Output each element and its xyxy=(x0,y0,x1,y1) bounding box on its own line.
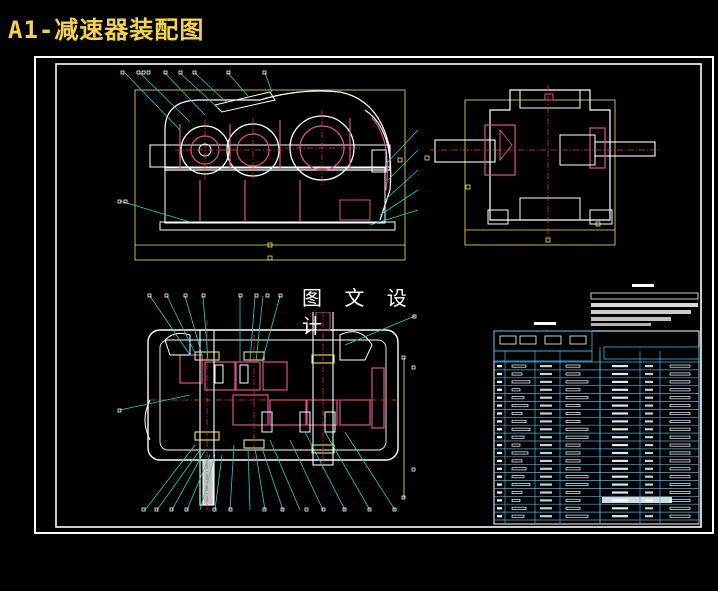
plan-view xyxy=(117,293,417,512)
watermark: 图 文 设 计 xyxy=(296,284,436,338)
side-view xyxy=(430,85,660,246)
technical-requirements xyxy=(534,284,699,326)
front-view xyxy=(117,70,430,261)
drawing-title: A1-减速器装配图 xyxy=(8,16,205,44)
outer-border xyxy=(34,56,714,534)
inner-border xyxy=(55,63,702,528)
parts-list-table xyxy=(493,330,700,525)
